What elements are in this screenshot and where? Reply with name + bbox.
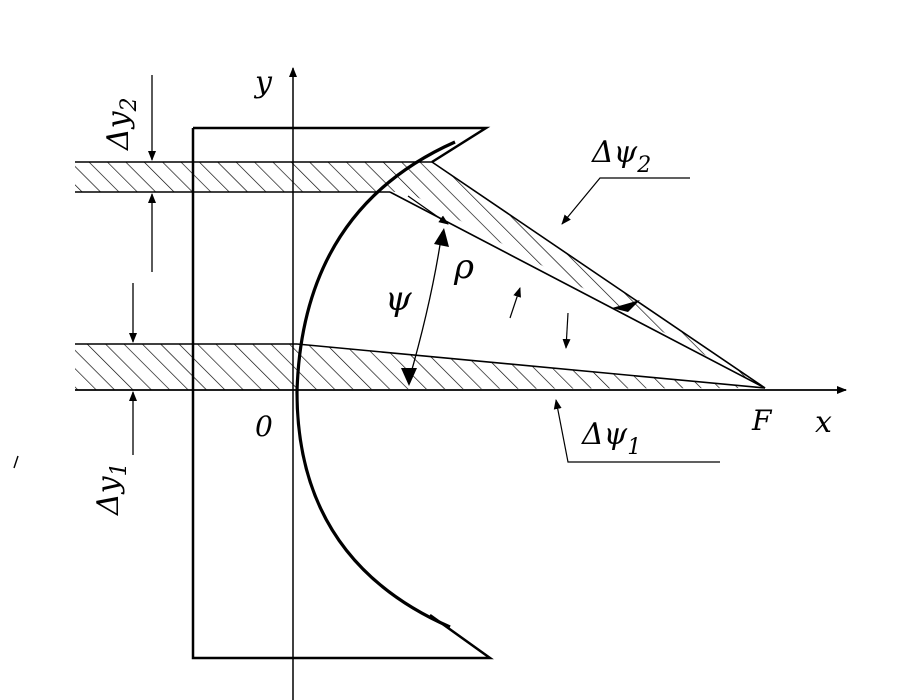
- delta-psi2-label: Δψ2: [591, 135, 651, 178]
- stray-mark: [13, 455, 19, 469]
- y-axis-label: y: [253, 65, 273, 100]
- delta-y1-label: Δy1: [91, 462, 132, 516]
- parabolic-surface: [295, 140, 456, 629]
- delta-y1-subscript: 1: [107, 462, 132, 476]
- delta-psi1-label: Δψ1: [581, 417, 641, 460]
- delta-y2-label: Δy2: [101, 97, 142, 151]
- axes: [75, 67, 847, 700]
- origin-label: 0: [255, 410, 273, 443]
- delta-y2-main: Δy: [101, 110, 136, 151]
- upper-beam-band: [75, 161, 766, 389]
- delta-y2-subscript: 2: [117, 97, 142, 112]
- focus-label: F: [751, 404, 773, 437]
- rho-label: ρ: [453, 247, 474, 287]
- delta-y1-main: Δy: [91, 475, 126, 516]
- delta-psi2-subscript: 2: [636, 153, 651, 178]
- delta-psi1-leader: [553, 312, 720, 463]
- delta-psi2-main: Δψ: [591, 135, 638, 170]
- rho-arrow: [407, 195, 449, 225]
- delta-psi1-main: Δψ: [581, 417, 628, 452]
- psi-angle-arc: [401, 228, 449, 386]
- x-axis-label: x: [815, 405, 832, 440]
- psi-label: ψ: [385, 279, 412, 319]
- delta-psi1-subscript: 1: [627, 435, 641, 460]
- reflector-body: [191, 126, 494, 660]
- lower-beam-band: [75, 343, 766, 390]
- delta-psi2-leader: [509, 177, 690, 319]
